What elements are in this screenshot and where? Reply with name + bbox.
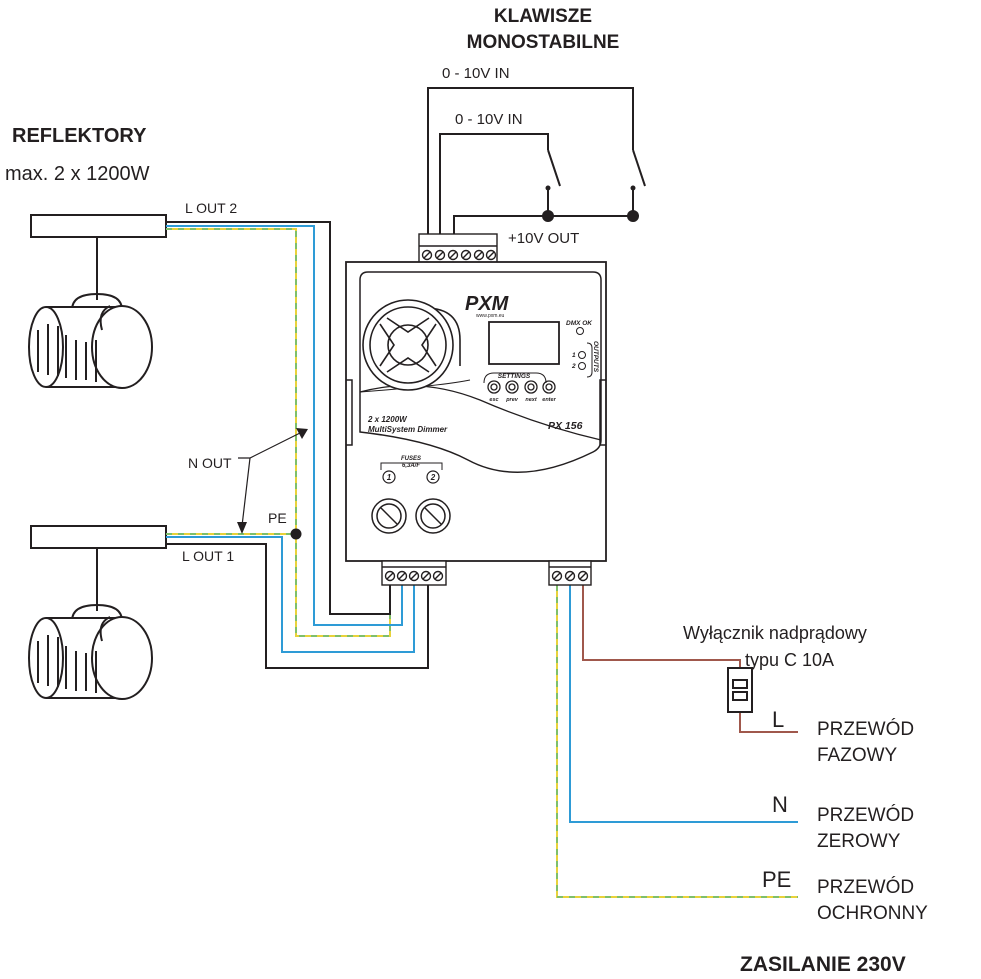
lamp-1-bar	[30, 525, 167, 549]
switch-contacts	[542, 185, 639, 222]
output-1-led	[578, 351, 586, 359]
dimmer-device: PXM www.pxm.eu DMX OK 1 2 OUTPUTS SETTIN…	[345, 261, 607, 562]
control-terminal-block	[418, 233, 498, 265]
fan-grille	[362, 299, 461, 391]
fuse-holders	[371, 498, 451, 534]
button-esc	[487, 380, 501, 394]
lamp-2	[28, 214, 167, 389]
supply-label: ZASILANIE 230V	[740, 953, 906, 976]
l-out-1-label: L OUT 1	[182, 548, 234, 564]
fuse-rating: 6,3A/F	[402, 463, 420, 469]
pe-junction	[290, 528, 302, 540]
lcd-display	[488, 321, 560, 365]
n-out-label: N OUT	[188, 455, 232, 471]
device-description: MultiSystem Dimmer	[368, 425, 448, 434]
switches-title-line1: KLAWISZE	[494, 6, 592, 27]
switch-left-junction	[542, 210, 554, 222]
n-out-arrow-upper	[296, 428, 308, 439]
circuit-breaker	[727, 667, 753, 713]
fuse-2-number: 2	[430, 473, 436, 482]
l-symbol: L	[772, 707, 784, 732]
phase-label-line2: FAZOWY	[817, 745, 898, 766]
brand-url: www.pxm.eu	[476, 313, 505, 319]
outputs-label: OUTPUTS	[592, 341, 599, 373]
button-enter-label: enter	[542, 397, 556, 403]
earth-label-line1: PRZEWÓD	[817, 876, 914, 898]
switches-title: KLAWISZE MONOSTABILNE	[467, 6, 620, 53]
output-terminal-block	[381, 560, 447, 586]
button-next-label: next	[525, 397, 537, 403]
settings-buttons	[487, 380, 556, 394]
brand-text: PXM	[465, 293, 510, 315]
settings-label: SETTINGS	[498, 373, 531, 380]
fuse-1-number: 1	[387, 473, 392, 482]
model-name: PX 156	[548, 420, 583, 432]
pe-junction-label: PE	[268, 510, 287, 526]
switches-title-line2: MONOSTABILNE	[467, 32, 620, 53]
neutral-label-line1: PRZEWÓD	[817, 804, 914, 826]
breaker-label-line2: typu C 10A	[745, 650, 834, 670]
n-out-arrow-lower	[237, 522, 247, 534]
phase-label-line1: PRZEWÓD	[817, 718, 914, 740]
breaker-label-line1: Wyłącznik nadprądowy	[683, 623, 867, 643]
output-10v-label: +10V OUT	[508, 230, 579, 247]
button-prev-label: prev	[505, 397, 519, 403]
button-esc-label: esc	[489, 397, 498, 403]
switch-right-lever	[632, 149, 646, 187]
fuses-label: FUSES	[401, 456, 421, 462]
l-output-wiring	[166, 221, 429, 669]
fuse-2-badge	[426, 470, 440, 484]
button-next	[524, 380, 538, 394]
input-label-upper: 0 - 10V IN	[442, 65, 510, 82]
output-1-label: 1	[572, 352, 576, 359]
supply-terminal-block	[548, 560, 592, 586]
button-prev	[505, 380, 519, 394]
n-output-wiring	[166, 225, 415, 653]
lamps-title: REFLEKTORY	[12, 125, 147, 147]
output-2-label: 2	[571, 363, 576, 370]
switch-right-junction	[627, 210, 639, 222]
lamp-1	[28, 525, 167, 700]
switch-wiring	[427, 87, 646, 234]
power-rating: 2 x 1200W	[367, 415, 408, 424]
lamp-2-bar	[30, 214, 167, 238]
dmx-ok-label: DMX OK	[566, 320, 593, 327]
dimmer-front-panel	[359, 271, 602, 473]
supply-wiring	[556, 585, 798, 898]
lamps-max-power: max. 2 x 1200W	[5, 163, 150, 185]
pe-symbol: PE	[762, 867, 791, 892]
switch-left-lever	[547, 149, 561, 187]
n-out-callout	[238, 431, 303, 527]
n-symbol: N	[772, 792, 788, 817]
switch-right-contact	[630, 185, 636, 191]
switch-left-contact	[545, 185, 551, 191]
dmx-ok-led	[576, 327, 584, 335]
output-2-led	[578, 362, 586, 370]
l-out-2-label: L OUT 2	[185, 200, 237, 216]
fuse-1-badge	[382, 470, 396, 484]
earth-label-line2: OCHRONNY	[817, 903, 928, 924]
pe-output-wiring	[166, 228, 391, 637]
pxm-logo: PXM www.pxm.eu	[465, 293, 510, 319]
neutral-label-line2: ZEROWY	[817, 831, 901, 852]
button-enter	[542, 380, 556, 394]
input-label-lower: 0 - 10V IN	[455, 111, 523, 128]
